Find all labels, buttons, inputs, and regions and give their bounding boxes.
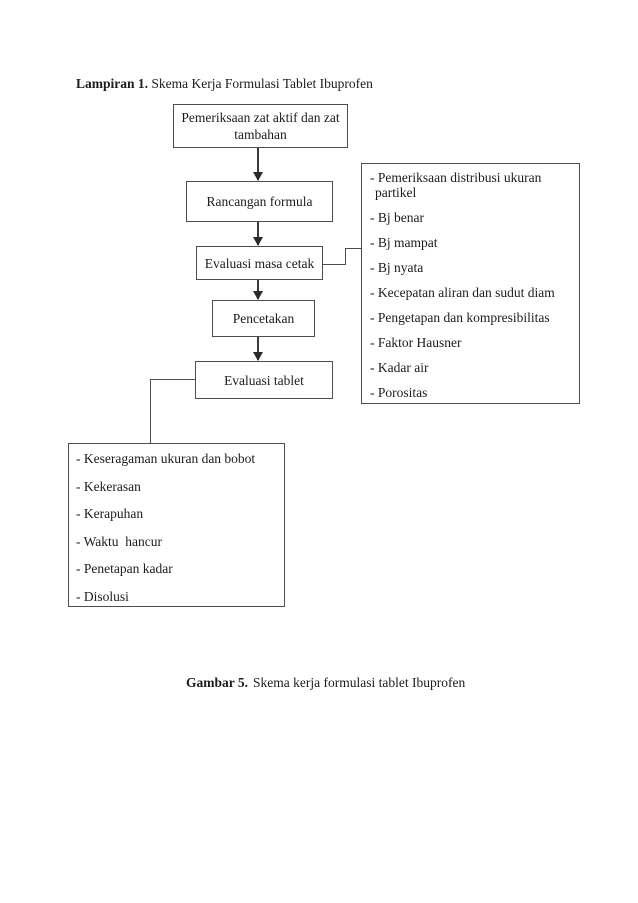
masa-cetak-tests-box: - Pemeriksaan distribusi ukuran partikel… — [361, 163, 580, 404]
tablet-tests-box: - Keseragaman ukuran dan bobot - Kekeras… — [68, 443, 285, 607]
masa-cetak-tests-list: - Pemeriksaan distribusi ukuran partikel… — [370, 170, 573, 400]
arrow-down-icon — [253, 352, 263, 361]
list-item: - Kadar air — [370, 359, 429, 375]
list-item: - Pemeriksaan distribusi ukuran partikel — [370, 170, 545, 200]
flow-node-rancangan-formula: Rancangan formula — [186, 181, 333, 222]
figure-caption: Gambar 5. Skema kerja formulasi tablet Ib… — [186, 675, 465, 691]
arrow-down-icon — [253, 237, 263, 246]
flow-arrow-3 — [252, 280, 264, 300]
flow-node-label: Evaluasi tablet — [224, 372, 304, 388]
list-item: - Bj benar — [370, 209, 424, 225]
arrow-line — [257, 337, 259, 360]
list-item: - Kerapuhan — [76, 506, 144, 521]
list-item: - Pengetapan dan kompresibilitas — [370, 309, 550, 325]
connector-masa-cetak-to-tests — [323, 248, 346, 265]
arrow-down-icon — [253, 291, 263, 300]
flow-node-label: Rancangan formula — [206, 194, 313, 209]
title-label: Lampiran 1. — [76, 76, 149, 91]
flow-node-label: Evaluasi masa cetak — [204, 255, 315, 271]
connector-masa-cetak-to-tests-end — [345, 248, 361, 258]
title-text: Skema Kerja Formulasi Tablet Ibuprofen — [151, 76, 373, 91]
list-item: - Kecepatan aliran dan sudut diam — [370, 284, 555, 300]
tablet-tests-list: - Keseragaman ukuran dan bobot - Kekeras… — [76, 451, 278, 604]
arrow-line — [257, 148, 259, 180]
list-item: - Faktor Hausner — [370, 334, 462, 350]
list-item: - Porositas — [370, 384, 428, 400]
flow-node-pemeriksaan-zat: Pemeriksaan zat aktif dan zat tambahan — [173, 104, 348, 148]
flow-node-evaluasi-masa-cetak: Evaluasi masa cetak — [196, 246, 323, 280]
page-title: Lampiran 1. Skema Kerja Formulasi Tablet… — [76, 76, 373, 92]
flow-node-pencetakan: Pencetakan — [212, 300, 315, 337]
caption-label: Gambar 5. — [186, 675, 249, 690]
flow-arrow-1 — [252, 148, 264, 181]
list-item: - Kekerasan — [76, 478, 141, 494]
list-item: - Disolusi — [76, 588, 129, 604]
list-item: - Penetapan kadar — [76, 561, 173, 576]
flow-arrow-2 — [252, 222, 264, 246]
flow-node-label: Pemeriksaan zat aktif dan zat tambahan — [181, 110, 340, 142]
flow-arrow-4 — [252, 337, 264, 361]
list-item: - Bj nyata — [370, 259, 424, 275]
arrow-line — [257, 222, 259, 245]
connector-tablet-to-tests — [150, 379, 195, 443]
list-item: - Bj mampat — [370, 234, 438, 250]
flow-node-evaluasi-tablet: Evaluasi tablet — [195, 361, 333, 399]
flow-node-label: Pencetakan — [232, 311, 295, 326]
list-item: - Waktu hancur — [76, 533, 163, 549]
list-item: - Keseragaman ukuran dan bobot — [76, 451, 256, 466]
arrow-line — [257, 280, 259, 299]
arrow-down-icon — [253, 172, 263, 181]
caption-text: Skema kerja formulasi tablet Ibuprofen — [253, 675, 466, 690]
